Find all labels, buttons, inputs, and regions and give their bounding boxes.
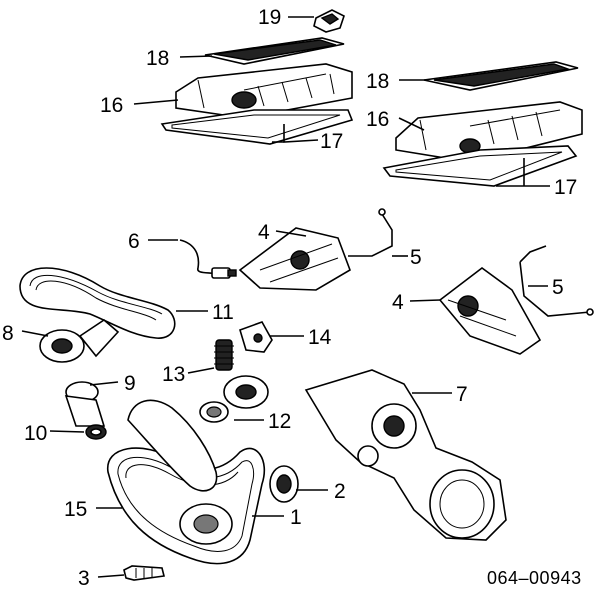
left-cover-gasket-part <box>160 109 354 145</box>
callout-6: 6 <box>128 230 140 253</box>
idler-pulley-part <box>64 381 107 440</box>
callout-2: 2 <box>334 480 346 503</box>
callout-18-right: 18 <box>366 70 389 93</box>
callout-18-left: 18 <box>146 47 169 70</box>
upper-timing-bracket-part <box>238 208 393 291</box>
callout-14: 14 <box>308 326 332 349</box>
callout-19: 19 <box>258 6 281 29</box>
spring-tensioner-part <box>214 339 234 371</box>
timing-cover-part <box>304 369 507 541</box>
callout-13: 13 <box>162 363 185 386</box>
tensioner-pulley-part <box>39 318 120 363</box>
main-drive-belt-part <box>107 399 266 565</box>
callout-4-upper: 4 <box>258 221 270 244</box>
lower-timing-bracket-part <box>438 245 594 355</box>
small-pulley-part <box>269 465 299 503</box>
callout-16-right: 16 <box>366 108 389 131</box>
callout-12: 12 <box>268 410 291 433</box>
callout-10: 10 <box>24 422 47 445</box>
callout-11: 11 <box>212 301 234 324</box>
callout-17-right: 17 <box>554 176 577 199</box>
callout-4-lower: 4 <box>392 291 404 314</box>
pump-pulley-part <box>199 375 269 423</box>
right-cover-gasket-part <box>382 145 578 187</box>
left-cover-plate-part <box>204 37 345 65</box>
bolt-part <box>123 565 165 581</box>
leader-lines <box>21 16 550 578</box>
right-valve-cover-part <box>395 101 583 163</box>
callout-1: 1 <box>290 506 302 529</box>
callout-7: 7 <box>456 383 468 406</box>
callout-15: 15 <box>64 498 87 521</box>
reference-code: 064–00943 <box>487 568 582 588</box>
callout-9: 9 <box>124 372 136 395</box>
oil-filler-cap-part <box>313 9 345 33</box>
callout-8: 8 <box>2 322 14 345</box>
callout-5-lower: 5 <box>552 276 564 299</box>
callout-17-left: 17 <box>320 130 343 153</box>
callout-3: 3 <box>78 567 90 590</box>
upper-drive-belt-part <box>19 267 176 339</box>
small-bracket-part <box>239 321 273 353</box>
sensor-part <box>179 239 237 279</box>
right-cover-plate-part <box>423 61 579 91</box>
callout-16-left: 16 <box>100 94 123 117</box>
callout-labels: 19 18 16 17 18 16 17 6 4 5 4 5 11 8 14 1… <box>2 6 577 590</box>
left-valve-cover-part <box>175 63 353 119</box>
callout-5-upper: 5 <box>410 246 422 269</box>
